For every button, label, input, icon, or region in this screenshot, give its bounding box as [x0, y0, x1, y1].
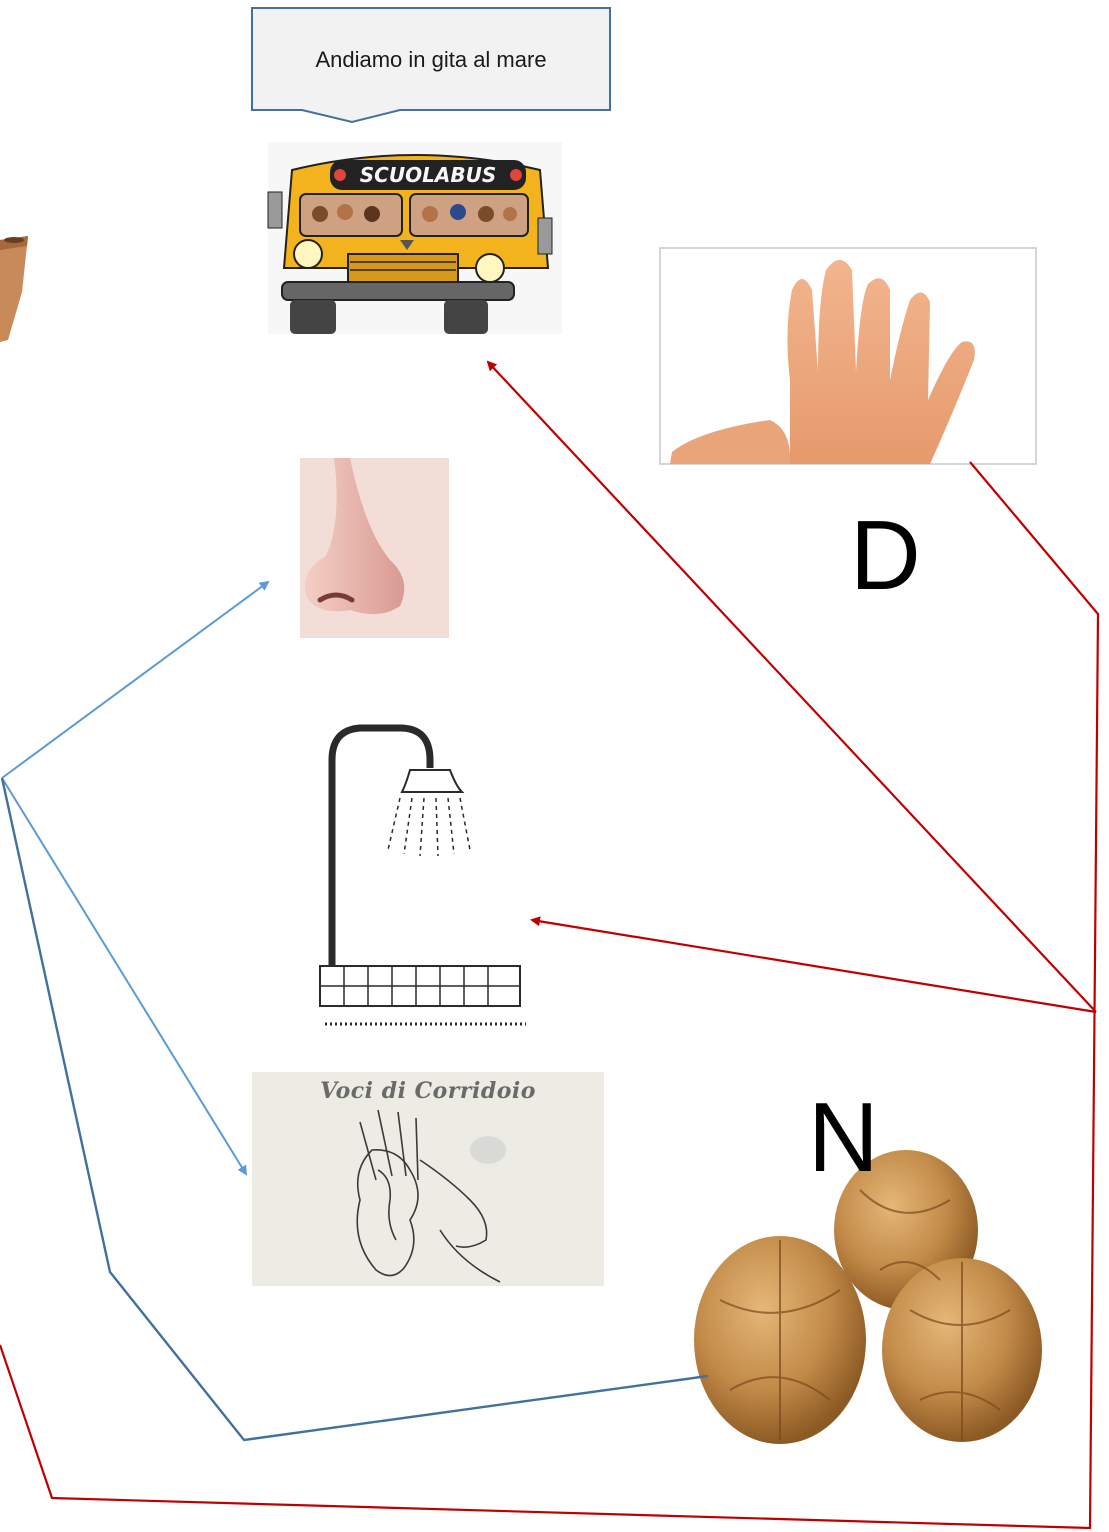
red-arrow-to-shower [532, 920, 1096, 1012]
nose-icon [300, 458, 449, 638]
flowerpot-icon [0, 236, 28, 342]
blue-connectors [2, 582, 268, 1174]
shower-icon [290, 708, 530, 1040]
walnuts-icon [694, 1150, 1042, 1444]
ear-image-title: Voci di Corridoio [252, 1072, 604, 1110]
letter-n: N [808, 1082, 879, 1192]
school-bus-icon: SCUOLABUS [268, 142, 562, 334]
letter-d: D [850, 500, 921, 610]
callout-text: Andiamo in gita al mare [252, 38, 610, 82]
blue-arrow-to-ear [2, 778, 246, 1174]
hand-icon [660, 248, 1036, 464]
bus-sign-text: SCUOLABUS [360, 163, 496, 187]
blue-arrow-to-nose [2, 582, 268, 778]
